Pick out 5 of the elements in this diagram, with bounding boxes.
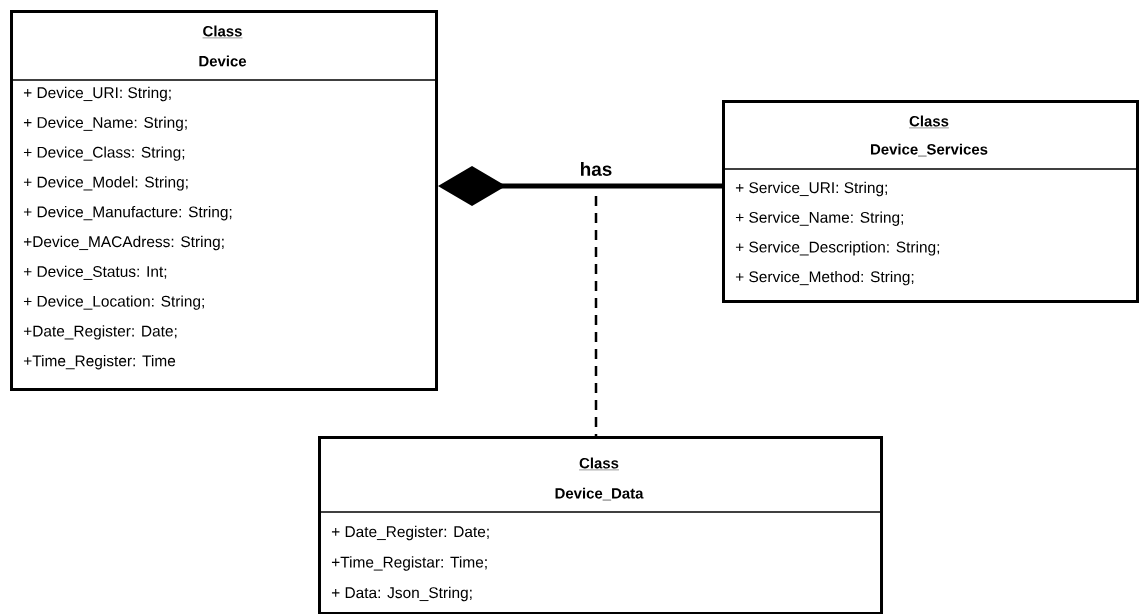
edge-label: has	[581, 162, 612, 176]
class-box: Class Device_Data + Date_Register: Date; +Time_Registar: Time; + Data: Json_String;	[317, 436, 883, 614]
class-box: Class Device + Device_URI: String; + Device_Name: String; + Device_Class: String; + Device_Model: String; + Device_Manufacture: String; +Device_MACAdress: String; + Device_Status: Int; + Device_Location: String; +Date_Register: Date; +Time_Register: Time	[9, 10, 438, 391]
association-line	[594, 196, 598, 436]
class-box: Class Device_Services + Service_URI: String; + Service_Name: String; + Service_Description: String; + Service_Method: String;	[721, 100, 1139, 303]
